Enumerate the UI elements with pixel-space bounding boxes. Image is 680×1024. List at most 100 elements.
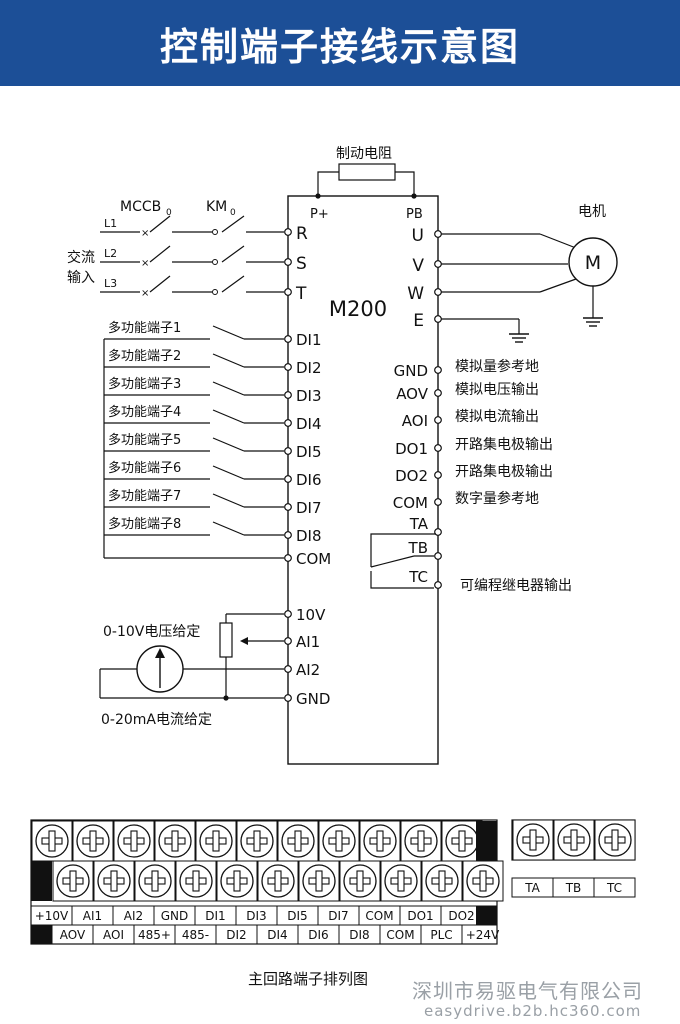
motor-label: 电机 <box>578 204 606 220</box>
relay-strip-label-TA: TA <box>524 881 540 895</box>
di-switch-blade <box>212 325 245 340</box>
output-term-label-W: W <box>407 284 424 304</box>
relay-label-row <box>511 877 636 898</box>
relay-desc: 可编程继电器输出 <box>460 578 572 594</box>
model-label: M200 <box>329 297 387 321</box>
relay-term-label-TB: TB <box>408 539 428 557</box>
relay-term-label-TA: TA <box>409 515 429 533</box>
multi-input-label-8: 多功能端子8 <box>108 516 181 532</box>
relay-contact <box>370 555 415 568</box>
pot-wiper-arrow <box>240 637 248 645</box>
di-term-label-4: DI4 <box>296 415 322 433</box>
output-terminal-W <box>434 288 442 296</box>
signal-term-label-5: DO2 <box>395 467 428 485</box>
signal-term-label-4: DO1 <box>395 440 428 458</box>
analog-terminal-AI2 <box>284 665 292 673</box>
strip-bottom-label-2: AOI <box>103 928 124 942</box>
strip-bottom-11-slot-center <box>481 879 485 883</box>
di-switch-blade <box>212 437 245 452</box>
signal-term-label-2: AOV <box>396 385 429 403</box>
strip-filler-bottom <box>31 861 52 901</box>
analog-term-label-GND: GND <box>296 690 330 708</box>
strip-label-filler-1 <box>476 906 497 925</box>
motor-wire-w2 <box>539 278 577 293</box>
strip-top-label-2: AI1 <box>83 909 102 923</box>
breaker-mark: × <box>141 288 149 299</box>
strip-top-label-6: DI3 <box>246 909 266 923</box>
signal-desc-4: 开路集电极输出 <box>455 436 553 453</box>
di-term-label-5: DI5 <box>296 443 322 461</box>
brake-wire-right <box>395 171 415 196</box>
strip-caption: 主回路端子排列图 <box>248 970 369 988</box>
signal-term-label-1: GND <box>394 362 428 380</box>
multi-input-label-5: 多功能端子5 <box>108 432 181 448</box>
com-left-label: COM <box>296 550 331 568</box>
relay-wire <box>370 571 434 589</box>
strip-top-9-slot-center <box>378 839 382 843</box>
phase-label-3: L3 <box>104 277 117 290</box>
strip-top-label-4: GND <box>161 909 189 923</box>
multi-input-label-3: 多功能端子3 <box>108 376 181 392</box>
input-term-label-R: R <box>296 224 308 244</box>
strip-top-2-slot-center <box>91 839 95 843</box>
brake-resistor-label: 制动电阻 <box>336 146 392 162</box>
analog-term-label-AI1: AI1 <box>296 633 320 651</box>
input-term-label-S: S <box>296 254 307 274</box>
signal-terminal-3 <box>434 416 442 424</box>
strip-top-label-9: COM <box>365 909 393 923</box>
pb-label: PB <box>406 207 423 222</box>
brake-wire-left <box>317 171 339 196</box>
strip-bottom-1-slot-center <box>71 879 75 883</box>
watermark-url: easydrive.b2b.hc360.com <box>424 1002 642 1020</box>
strip-bottom-label-10: PLC <box>430 928 452 942</box>
multi-input-label-6: 多功能端子6 <box>108 460 181 476</box>
com-terminal-left <box>284 554 292 562</box>
strip-bottom-4-slot-center <box>194 879 198 883</box>
signal-desc-2: 模拟电压输出 <box>455 382 539 398</box>
multi-input-label-4: 多功能端子4 <box>108 404 181 420</box>
output-terminal-U <box>434 230 442 238</box>
header-banner: 控制端子接线示意图 <box>0 0 680 86</box>
relay-strip-2-slot-center <box>572 838 576 842</box>
analog-terminal-AI1 <box>284 637 292 645</box>
motor-wire-u2 <box>539 233 577 249</box>
km-label: KM <box>206 199 227 215</box>
strip-top-1-slot-center <box>50 839 54 843</box>
output-terminal-V <box>434 260 442 268</box>
signal-terminal-4 <box>434 444 442 452</box>
relay-term-label-TC: TC <box>408 568 428 586</box>
mccb-switch-blade <box>149 245 171 263</box>
relay-terminal-TA <box>434 528 442 536</box>
strip-bottom-2-slot-center <box>112 879 116 883</box>
signal-terminal-5 <box>434 471 442 479</box>
output-term-label-U: U <box>412 226 424 246</box>
di-switch-blade <box>212 521 245 536</box>
signal-terminal-2 <box>434 389 442 397</box>
phase-label-2: L2 <box>104 247 117 260</box>
strip-top-5-slot-center <box>214 839 218 843</box>
di-terminal-1 <box>284 335 292 343</box>
strip-top-label-1: +10V <box>35 909 69 923</box>
mccb-switch-blade <box>149 275 171 293</box>
strip-filler-top <box>476 821 497 861</box>
strip-top-label-3: AI2 <box>124 909 143 923</box>
strip-bottom-label-5: DI2 <box>226 928 246 942</box>
breaker-mark: × <box>141 258 149 269</box>
potentiometer <box>219 622 233 658</box>
strip-bottom-label-8: DI8 <box>349 928 369 942</box>
di-term-label-3: DI3 <box>296 387 322 405</box>
ac-input-label-1: 交流 <box>67 249 95 266</box>
di-switch-blade <box>212 465 245 480</box>
signal-terminal-6 <box>434 498 442 506</box>
signal-desc-3: 模拟电流输出 <box>455 409 539 425</box>
analog-terminal-10V <box>284 610 292 618</box>
multi-input-label-7: 多功能端子7 <box>108 488 181 504</box>
breaker-mark: × <box>141 228 149 239</box>
current-arrow-head <box>155 648 165 658</box>
strip-bottom-label-4: 485- <box>182 928 209 942</box>
strip-top-10-slot-center <box>419 839 423 843</box>
contactor-contact <box>212 229 218 235</box>
strip-bottom-8-slot-center <box>358 879 362 883</box>
analog-term-label-10V: 10V <box>296 606 326 624</box>
output-term-label-V: V <box>412 256 424 276</box>
